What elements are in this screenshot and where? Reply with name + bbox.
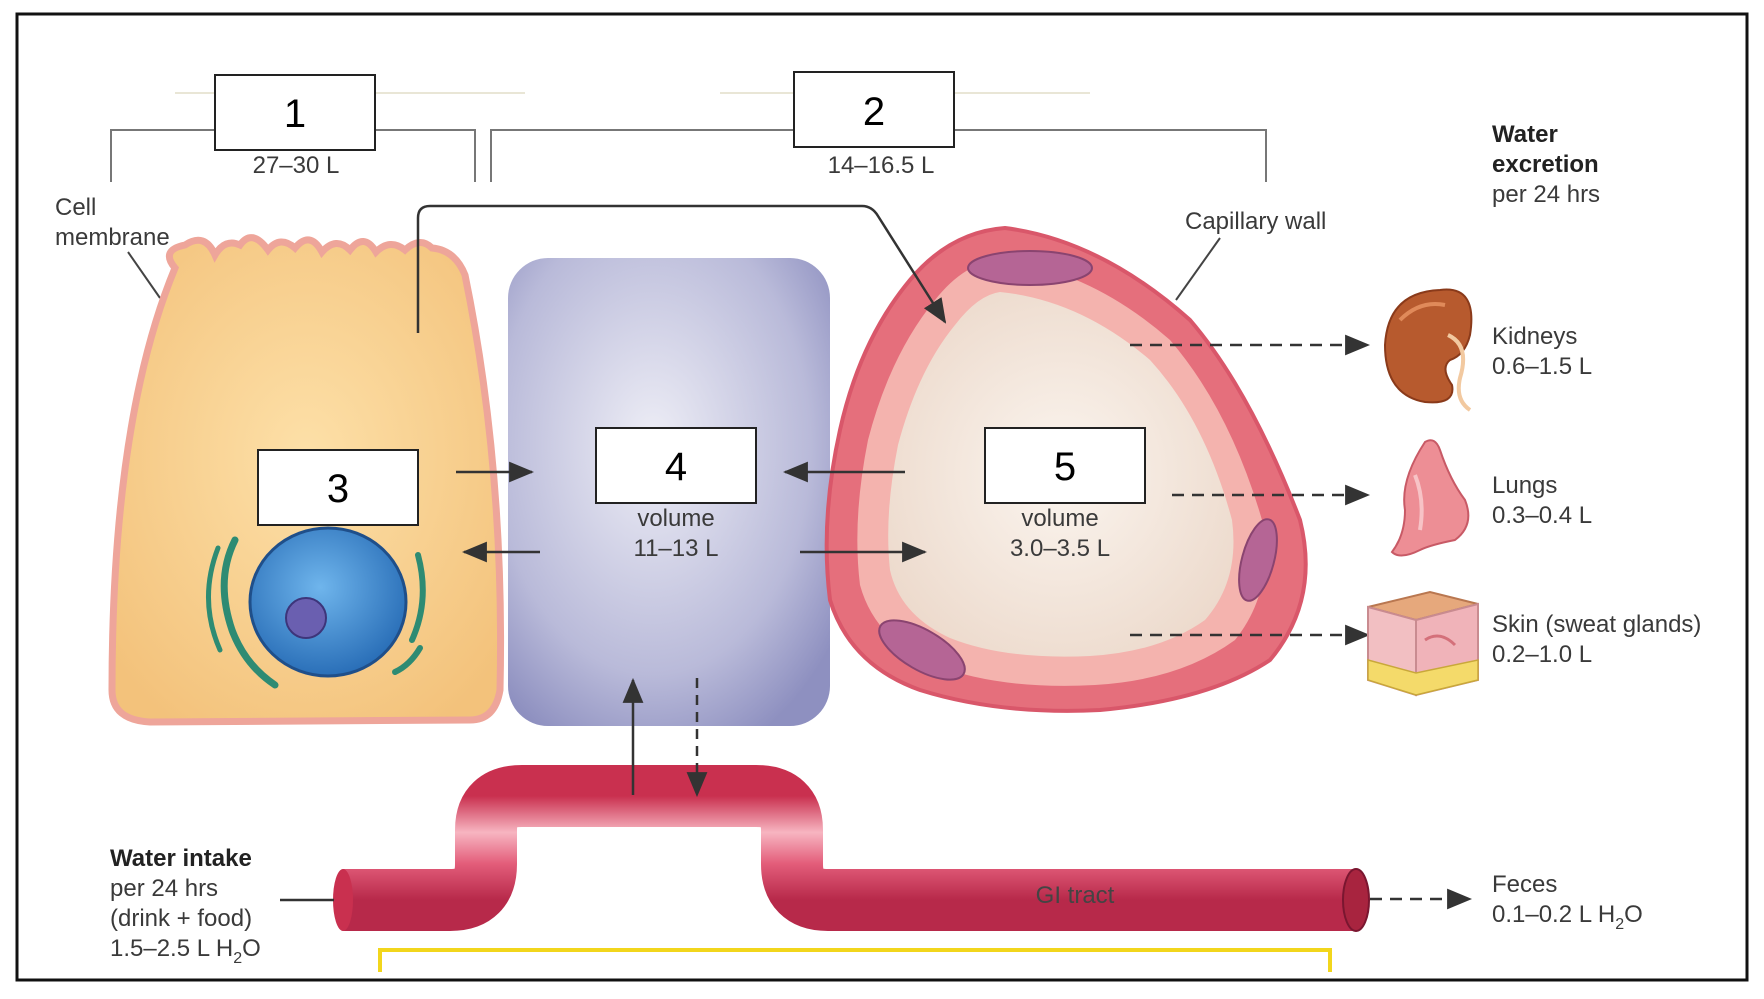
label-box-3: [257, 449, 419, 526]
endothelial-nucleus-top: [967, 250, 1093, 286]
plasma-volume-word: volume: [1021, 505, 1098, 532]
endoplasmic-reticulum-left-2: [205, 545, 223, 653]
cell-to-capillary-arrow: [416, 204, 947, 333]
capillary-wall-label: Capillary wall: [1185, 208, 1326, 235]
gi-tract-left-end: [333, 869, 353, 931]
lungs-value: 0.3–0.4 L: [1492, 502, 1592, 529]
lungs-icon: [1390, 439, 1470, 557]
water-intake-line3-main: 1.5–2.5 L H: [110, 935, 233, 962]
gi-tract: [343, 765, 1356, 931]
endothelial-nucleus-right: [1238, 518, 1278, 602]
kidney-icon: [1383, 288, 1473, 412]
gi-tract-label: GI tract: [1036, 882, 1115, 909]
feces-value-sub: 2: [1615, 916, 1624, 933]
cell-membrane-label-2: membrane: [55, 224, 170, 251]
cell-membrane-pointer: [127, 251, 161, 299]
label-box-1: [214, 74, 376, 151]
endoplasmic-reticulum-right: [409, 552, 426, 643]
water-excretion-title-1: Water: [1492, 121, 1558, 148]
nucleus: [248, 526, 408, 678]
gi-tract-opening: [1342, 868, 1370, 932]
water-intake-line3: 1.5–2.5 L H2O: [110, 935, 261, 967]
cell-membrane-label-1: Cell: [55, 194, 96, 221]
capillary-wall-pointer: [1175, 237, 1221, 301]
feces-value-tail: O: [1624, 901, 1643, 928]
box-3-number: 3: [327, 467, 349, 511]
box-4-number: 4: [665, 445, 687, 489]
label-box-2: [793, 71, 955, 148]
endoplasmic-reticulum-right-2: [392, 645, 423, 675]
lungs-label: Lungs: [1492, 472, 1557, 499]
feces-label: Feces: [1492, 871, 1557, 898]
water-intake-line1: per 24 hrs: [110, 875, 218, 902]
water-intake-title: Water intake: [110, 845, 252, 872]
box-1-number: 1: [284, 92, 306, 136]
intracellular-volume: 27–30 L: [253, 152, 340, 179]
label-box-5: [984, 427, 1146, 504]
feces-value: 0.1–0.2 L H2O: [1492, 901, 1643, 933]
yellow-bracket: [378, 948, 1332, 972]
skin-label: Skin (sweat glands): [1492, 611, 1701, 638]
water-excretion-title-2: excretion: [1492, 151, 1599, 178]
water-intake-line3-sub: 2: [233, 950, 242, 967]
extracellular-volume: 14–16.5 L: [828, 152, 935, 179]
kidneys-value: 0.6–1.5 L: [1492, 353, 1592, 380]
water-intake-line3-tail: O: [242, 935, 261, 962]
endoplasmic-reticulum-left: [220, 536, 279, 689]
endothelial-nucleus-bottom: [878, 619, 966, 681]
interstitial-volume: 11–13 L: [634, 535, 719, 562]
interstitial-volume-word: volume: [637, 505, 714, 532]
label-box-4: [595, 427, 757, 504]
skin-value: 0.2–1.0 L: [1492, 641, 1592, 668]
feces-value-main: 0.1–0.2 L H: [1492, 901, 1615, 928]
box-2-number: 2: [863, 90, 885, 134]
water-intake-line2: (drink + food): [110, 905, 252, 932]
skin-icon: [1367, 590, 1479, 697]
kidneys-label: Kidneys: [1492, 323, 1577, 350]
plasma-volume: 3.0–3.5 L: [1010, 535, 1110, 562]
box-5-number: 5: [1054, 445, 1076, 489]
water-excretion-subtitle: per 24 hrs: [1492, 181, 1600, 208]
nucleolus: [285, 597, 327, 639]
